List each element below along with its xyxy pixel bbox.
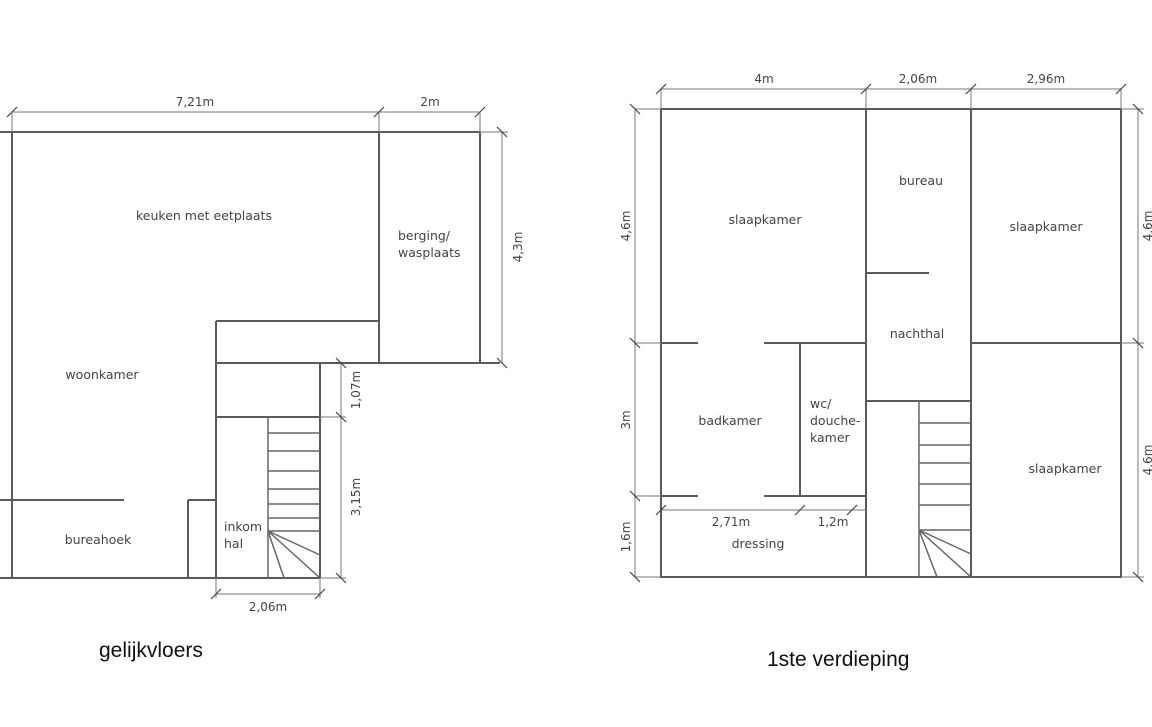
dim-label-gf-stair-lower: 3,15m (349, 478, 363, 516)
dim-label-ff-top-1: 4m (754, 72, 773, 86)
room-label-bedroom-right-top: slaapkamer (1010, 219, 1084, 234)
first-floor-title: 1ste verdieping (767, 648, 910, 671)
dim-label-ff-top-3: 2,96m (1027, 72, 1065, 86)
ground-floor-plan: keuken met eetplaats berging/ wasplaats … (0, 95, 525, 614)
room-label-office: bureau (899, 173, 943, 188)
dim-label-ff-left-top: 4,6m (619, 211, 633, 242)
dim-label-gf-stair-upper: 1,07m (349, 371, 363, 409)
dim-label-gf-top-left: 7,21m (176, 95, 214, 109)
room-label-storage: berging/ (398, 228, 451, 243)
room-label-storage-2: wasplaats (398, 245, 461, 260)
room-label-kitchen: keuken met eetplaats (136, 208, 272, 223)
room-label-entrance-2: hal (224, 536, 243, 551)
room-label-shower-3: kamer (810, 430, 851, 445)
room-label-shower: wc/ (810, 396, 832, 411)
room-label-bedroom-left: slaapkamer (729, 212, 803, 227)
dim-label-gf-top-right: 2m (420, 95, 439, 109)
room-label-office-corner: bureahoek (65, 532, 132, 547)
dim-label-ff-inner-1: 2,71m (712, 515, 750, 529)
room-label-bedroom-right-bottom: slaapkamer (1029, 461, 1103, 476)
dim-label-ff-right-bottom: 4,6m (1141, 445, 1152, 476)
room-label-dressing: dressing (732, 536, 785, 551)
dim-label-ff-left-bottom: 1,6m (619, 522, 633, 553)
room-label-living: woonkamer (65, 367, 139, 382)
ground-floor-title: gelijkvloers (99, 639, 203, 662)
dim-label-ff-right-top: 4,6m (1141, 211, 1152, 242)
room-label-landing: nachthal (890, 326, 944, 341)
first-floor-plan: slaapkamer bureau slaapkamer nachthal ba… (619, 72, 1152, 583)
dim-label-ff-inner-2: 1,2m (818, 515, 849, 529)
dim-label-ff-top-2: 2,06m (899, 72, 937, 86)
dim-label-ff-left-mid: 3m (619, 410, 633, 429)
room-label-bathroom: badkamer (698, 413, 762, 428)
room-label-entrance: inkom (224, 519, 262, 534)
room-label-shower-2: douche- (810, 413, 861, 428)
dim-label-gf-bottom: 2,06m (249, 600, 287, 614)
dim-label-gf-right: 4,3m (511, 232, 525, 263)
